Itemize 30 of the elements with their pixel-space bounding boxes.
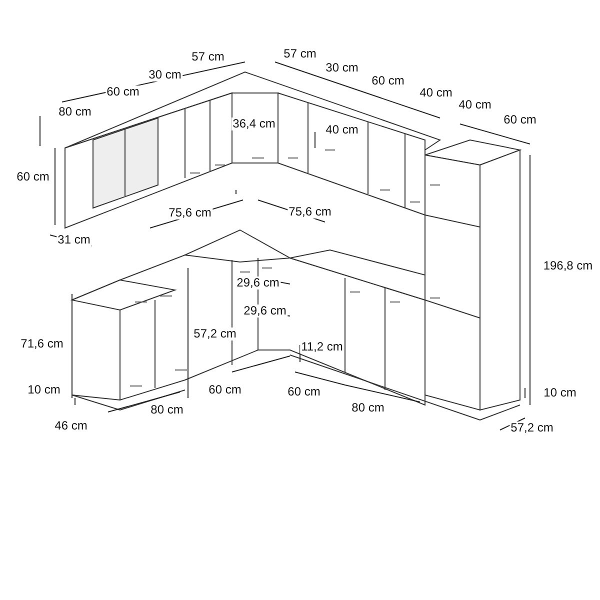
dimension-label: 57,2 cm [192, 328, 238, 340]
dimension-label: 40 cm [418, 86, 454, 100]
dimension-label: 80 cm [150, 404, 184, 416]
dimension-label: 60 cm [502, 114, 538, 126]
dimension-label: 10 cm [26, 384, 62, 396]
dimension-label: 40 cm [458, 98, 492, 112]
dimension-label: 75,6 cm [168, 206, 212, 220]
dimension-label: 57 cm [282, 48, 318, 60]
dimension-label: 10 cm [542, 386, 578, 400]
dimension-label: 46 cm [54, 420, 88, 432]
dimension-label: 29,6 cm [242, 304, 288, 318]
dimension-label: 29,6 cm [236, 276, 280, 290]
dimension-label: 71,6 cm [20, 338, 64, 350]
dimension-label: 36,4 cm [232, 118, 276, 130]
dimension-label: 11,2 cm [300, 340, 344, 354]
dimension-label: 30 cm [148, 68, 182, 82]
dimension-label: 60 cm [286, 386, 322, 398]
dimension-label: 60 cm [16, 170, 50, 184]
dimension-label: 60 cm [370, 74, 406, 88]
dimension-label: 60 cm [208, 384, 242, 396]
dimension-label: 30 cm [324, 62, 360, 74]
dimension-label: 80 cm [58, 106, 92, 118]
dimension-label: 75,6 cm [288, 206, 332, 218]
dimension-label: 57 cm [190, 50, 226, 64]
dimension-label: 196,8 cm [542, 260, 594, 272]
dimension-label: 40 cm [324, 124, 360, 136]
dimension-label: 60 cm [106, 86, 140, 98]
dimension-label: 80 cm [350, 402, 386, 414]
dimension-label: 31 cm [56, 234, 92, 246]
dimension-label: 57,2 cm [510, 422, 554, 434]
